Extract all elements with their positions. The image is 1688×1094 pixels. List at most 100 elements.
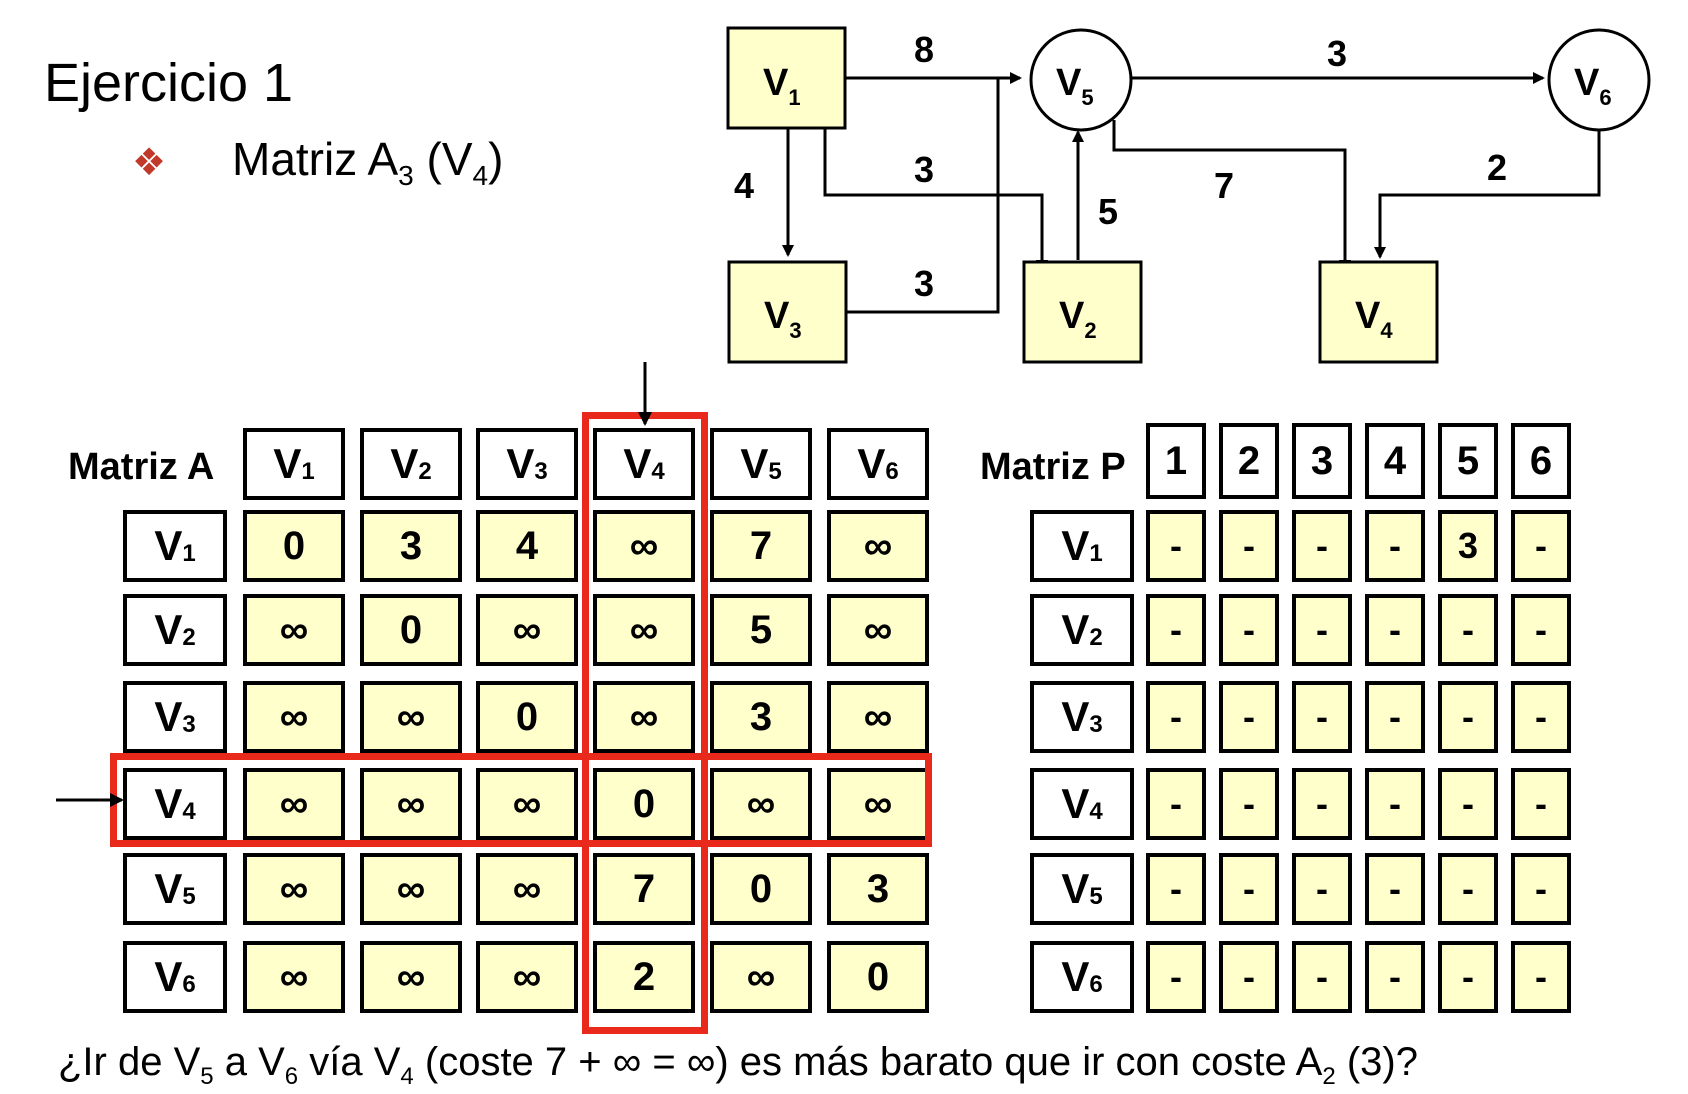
matrix-a-cell: 3 [710, 681, 812, 753]
question-text: ¿Ir de V5 a V6 vía V4 (coste 7 + ∞ = ∞) … [58, 1040, 1418, 1090]
graph-node-v2-label: V2 [1059, 295, 1097, 343]
graph-node-v5-label: V5 [1056, 62, 1094, 110]
matrix-a-cell: ∞ [593, 510, 695, 582]
edge-weight-v1-v5: 8 [914, 29, 934, 70]
matrix-a-cell: ∞ [476, 594, 578, 666]
matrix-a-cell: ∞ [593, 594, 695, 666]
edge-v6-v4 [1374, 130, 1601, 259]
matrix-p-cell: - [1292, 681, 1352, 753]
matrix-p-cell: - [1511, 510, 1571, 582]
matrix-a-cell: ∞ [360, 941, 462, 1013]
matrix-p-cell: - [1365, 768, 1425, 840]
matrix-a-cell: 0 [710, 853, 812, 925]
edge-weight-v1-v3: 4 [734, 165, 754, 206]
matrix-p-cell: - [1146, 510, 1206, 582]
edge-weight-v5-v4: 7 [1214, 165, 1234, 206]
matrix-p-cell: - [1438, 594, 1498, 666]
matrix-p-cell: - [1146, 768, 1206, 840]
matrix-p-cell: - [1438, 941, 1498, 1013]
matrix-a-cell: ∞ [360, 681, 462, 753]
matrix-p-cell: - [1511, 768, 1571, 840]
matrix-a-cell: 4 [476, 510, 578, 582]
graph-node-v1 [726, 26, 847, 130]
matrix-a-cell: 0 [827, 941, 929, 1013]
slide-title: Ejercicio 1 [44, 53, 294, 113]
graph-node-v5 [1029, 28, 1133, 132]
matrix-p-cell: - [1365, 941, 1425, 1013]
matrix-p-cell: - [1292, 594, 1352, 666]
graph-node-v4-label: V4 [1355, 295, 1393, 343]
matrix-p-cell: - [1292, 510, 1352, 582]
matrix-a-cell: ∞ [476, 768, 578, 840]
matrix-p-cell: - [1292, 941, 1352, 1013]
matrix-a-cell: ∞ [710, 768, 812, 840]
matrix-a-cell: 5 [710, 594, 812, 666]
matrix-a-cell: 3 [360, 510, 462, 582]
matrix-a-cell: ∞ [476, 941, 578, 1013]
edge-v3-v5 [847, 78, 1000, 314]
matrix-p-label: Matriz P [980, 446, 1126, 488]
matrix-p-cell: - [1219, 594, 1279, 666]
matrix-p-cell: - [1365, 681, 1425, 753]
slide-subtitle: Matriz A3 (V4) [232, 133, 504, 192]
edge-weight-v6-v4: 2 [1487, 147, 1507, 188]
matrix-p-cell: - [1365, 853, 1425, 925]
edge-weight-v3-v5: 3 [914, 263, 934, 304]
matrix-p-cell: - [1219, 941, 1279, 1013]
matrix-p-cell: - [1511, 941, 1571, 1013]
matrix-p-cell: - [1438, 853, 1498, 925]
matrix-a-cell: 0 [360, 594, 462, 666]
matrix-p-cell: - [1365, 594, 1425, 666]
edge-weight-v5-v6: 3 [1327, 33, 1347, 74]
matrix-p-cell: - [1219, 853, 1279, 925]
matrix-p-cell: - [1219, 510, 1279, 582]
matrix-a-cell: ∞ [593, 681, 695, 753]
matrix-p-cell: - [1365, 510, 1425, 582]
diamond-bullet-icon: ❖ [132, 140, 167, 184]
matrix-p-cell: - [1292, 768, 1352, 840]
matrix-a-cell: ∞ [243, 853, 345, 925]
matrix-a-label: Matriz A [68, 446, 215, 488]
matrix-p-cell: - [1146, 681, 1206, 753]
matrix-p-col-header: 1 [1146, 423, 1206, 499]
matrix-p-cell: - [1292, 853, 1352, 925]
matrix-a-cell: 7 [710, 510, 812, 582]
matrix-a-cell: ∞ [243, 681, 345, 753]
matrix-p-cell: 3 [1438, 510, 1498, 582]
matrix-p-cell: - [1438, 768, 1498, 840]
matrix-p-cell: - [1511, 681, 1571, 753]
matrix-p-col-header: 3 [1292, 423, 1352, 499]
matrix-a-cell: ∞ [243, 768, 345, 840]
matrix-a-cell: 0 [243, 510, 345, 582]
matrix-a-cell: ∞ [360, 853, 462, 925]
matrix-a-cell: 7 [593, 853, 695, 925]
matrix-a-cell: 3 [827, 853, 929, 925]
matrix-a-cell: 2 [593, 941, 695, 1013]
matrix-p-cell: - [1146, 941, 1206, 1013]
matrix-a-cell: ∞ [827, 510, 929, 582]
matrix-p-cell: - [1511, 594, 1571, 666]
matrix-p-cell: - [1146, 594, 1206, 666]
matrix-p-cell: - [1146, 853, 1206, 925]
edge-weight-v1-v2: 3 [914, 149, 934, 190]
matrix-a-cell: ∞ [827, 681, 929, 753]
graph-node-v6-label: V6 [1574, 62, 1612, 110]
